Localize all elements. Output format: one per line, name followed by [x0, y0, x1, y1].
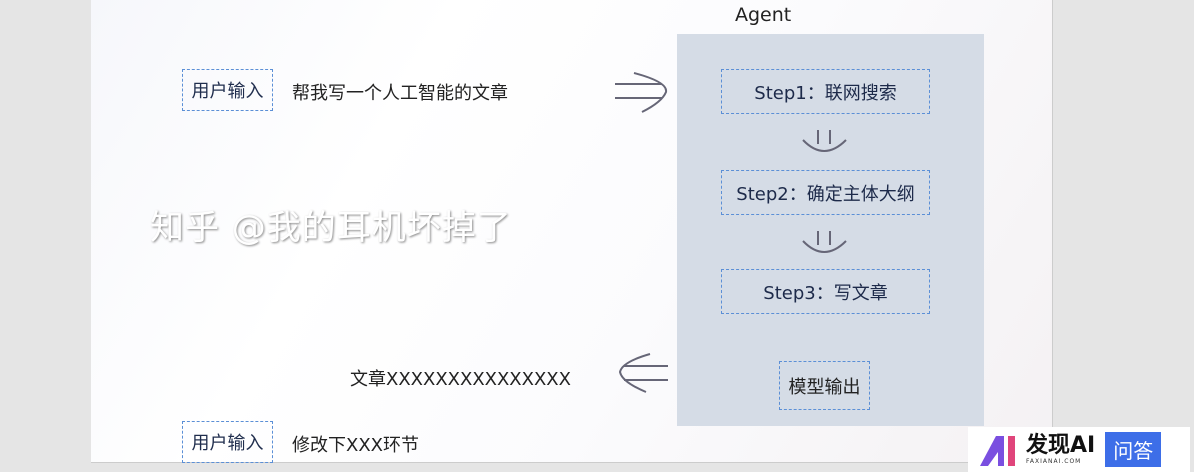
logo-name: 发现AI: [1026, 432, 1096, 458]
faxianai-logo: 发现AI FAXIANAI.COM 问答: [968, 427, 1190, 472]
article-output: 文章XXXXXXXXXXXXXXX: [350, 369, 571, 390]
qa-badge: 问答: [1105, 432, 1162, 467]
user-input-label-2: 用户输入: [182, 421, 273, 463]
model-output: 模型输出: [779, 361, 870, 410]
arrow-down-icon: [802, 231, 847, 253]
user-request-1: 帮我写一个人工智能的文章: [292, 83, 508, 104]
ai-logo-icon: [980, 435, 1015, 466]
logo-sub: FAXIANAI.COM: [1026, 457, 1082, 465]
arrow-down-icon: [802, 130, 847, 152]
step-3: Step3：写文章: [721, 269, 930, 314]
step-2: Step2：确定主体大纲: [721, 170, 930, 215]
watermark: 知乎 @我的耳机坏掉了: [150, 208, 512, 248]
step-1: Step1：联网搜索: [721, 69, 930, 114]
agent-label: Agent: [735, 4, 792, 26]
arrow-right-icon: [615, 72, 668, 113]
user-input-label: 用户输入: [182, 69, 273, 111]
user-request-2: 修改下XXX环节: [292, 435, 419, 456]
arrow-left-icon: [618, 353, 668, 393]
agent-panel: [677, 34, 984, 426]
